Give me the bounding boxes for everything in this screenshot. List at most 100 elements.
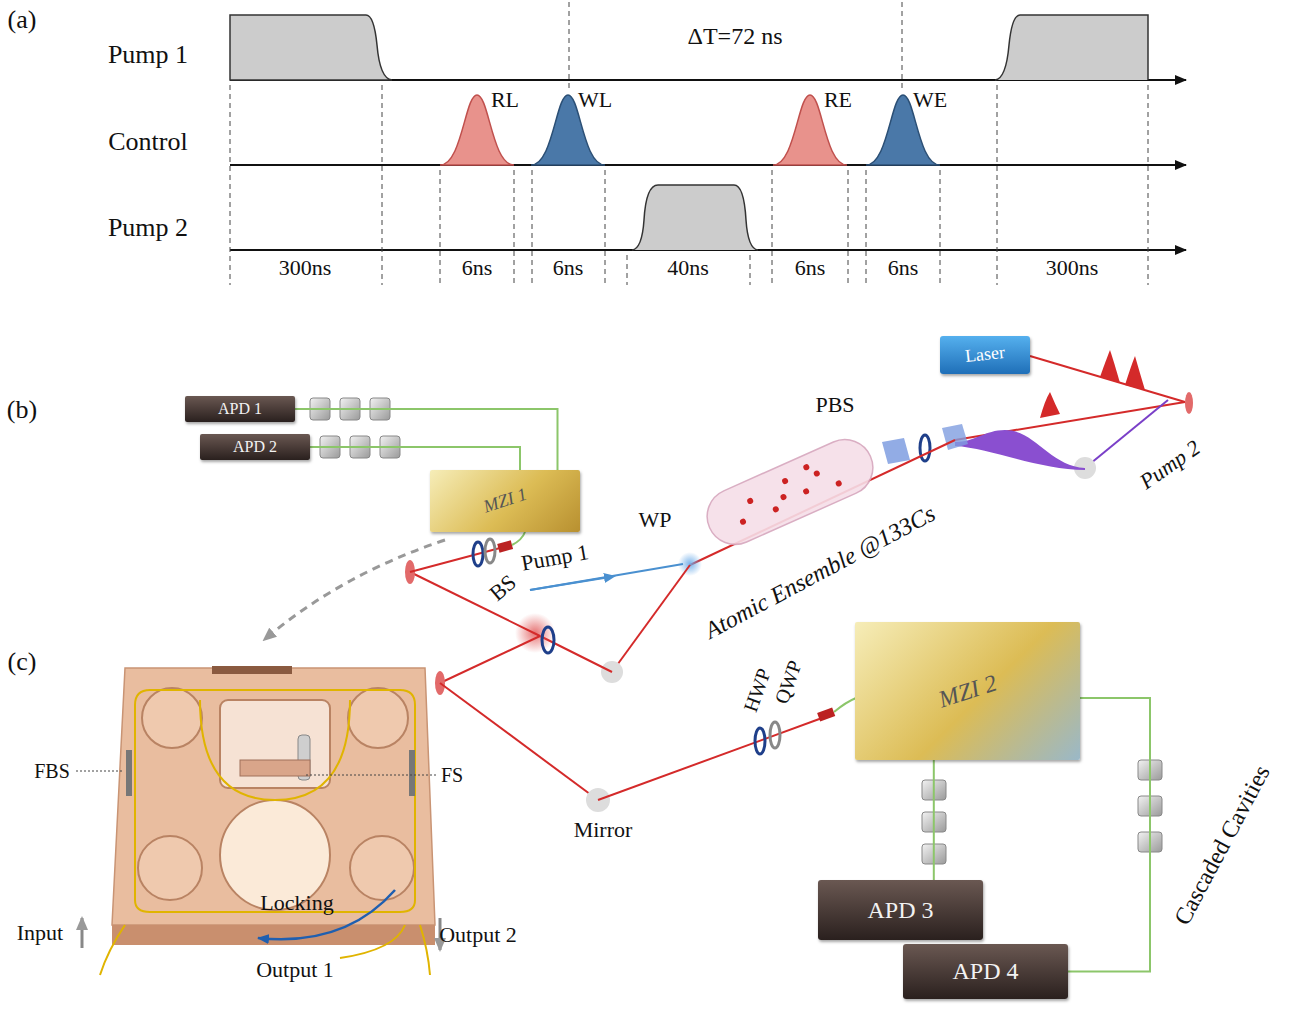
box-text: MZI 2 bbox=[935, 669, 1000, 712]
drawing-line bbox=[569, 2, 570, 90]
drawing-line bbox=[848, 170, 849, 285]
fiber-connector bbox=[295, 409, 558, 470]
drawing-circle bbox=[802, 463, 810, 471]
text-label: Control bbox=[108, 128, 187, 157]
text-label: Pump 2 bbox=[1135, 436, 1204, 495]
laser-box: Laser bbox=[940, 336, 1030, 374]
drawing-circle bbox=[802, 487, 810, 495]
text-label: 300ns bbox=[1044, 256, 1101, 280]
drawing-line bbox=[81, 918, 84, 948]
drawing-path bbox=[512, 532, 525, 545]
drawing-circle bbox=[813, 470, 821, 478]
drawing-path bbox=[100, 925, 125, 975]
text-label: 40ns bbox=[665, 256, 711, 280]
box-text: APD 1 bbox=[218, 400, 262, 418]
drawing-rect bbox=[240, 760, 310, 776]
drawing-line bbox=[866, 170, 867, 285]
drawing-path bbox=[1125, 356, 1145, 390]
text-label: 6ns bbox=[551, 256, 586, 280]
drawing-path bbox=[230, 15, 392, 80]
drawing-rect bbox=[212, 666, 292, 674]
drawing-rect bbox=[497, 540, 513, 552]
drawing-line bbox=[410, 572, 540, 636]
text-label: (c) bbox=[8, 648, 37, 677]
text-label: (a) bbox=[8, 6, 37, 35]
drawing-line bbox=[532, 170, 533, 285]
text-label: (b) bbox=[7, 396, 37, 425]
drawing-ellipse bbox=[770, 722, 780, 748]
interferometer-box: MZI 1 bbox=[430, 470, 580, 532]
text-label: Output 1 bbox=[256, 958, 334, 982]
interferometer-box: MZI 2 bbox=[855, 622, 1080, 760]
drawing-path bbox=[420, 925, 430, 975]
drawing-line bbox=[440, 636, 540, 683]
drawing-line bbox=[514, 170, 515, 285]
box-text: MZI 1 bbox=[481, 485, 529, 518]
drawing-line bbox=[902, 2, 903, 90]
drawing-circle bbox=[739, 518, 747, 526]
text-label: Pump 2 bbox=[108, 214, 188, 243]
drawing-circle bbox=[772, 505, 780, 513]
drawing-line bbox=[940, 170, 941, 285]
drawing-line bbox=[1085, 400, 1168, 468]
drawing-path bbox=[1040, 392, 1060, 418]
drawing-line bbox=[76, 771, 124, 772]
box-text: APD 4 bbox=[952, 958, 1018, 984]
drawing-path bbox=[1100, 350, 1120, 383]
detector-box: APD 1 bbox=[185, 396, 295, 422]
text-label: FBS bbox=[34, 760, 70, 782]
drawing-rect bbox=[220, 700, 330, 788]
text-label: ΔT=72 ns bbox=[688, 23, 783, 49]
drawing-line bbox=[612, 565, 690, 672]
drawing-circle bbox=[142, 688, 202, 748]
text-label: Input bbox=[17, 921, 63, 945]
drawing-path bbox=[955, 430, 1085, 470]
drawing-ellipse bbox=[485, 539, 495, 563]
box-text: APD 3 bbox=[867, 897, 933, 923]
timing-diagram bbox=[230, 2, 1186, 285]
drawing-rect bbox=[817, 708, 835, 722]
text-label: RL bbox=[491, 88, 519, 112]
drawing-line bbox=[230, 164, 1186, 166]
fiber-interferometer-board bbox=[76, 666, 440, 975]
text-label: Mirror bbox=[574, 818, 633, 842]
text-label: 300ns bbox=[277, 256, 334, 280]
drawing-path bbox=[834, 698, 856, 712]
detector-box: APD 2 bbox=[200, 434, 310, 460]
drawing-g bbox=[230, 2, 1148, 285]
drawing-line bbox=[306, 775, 436, 776]
drawing-circle bbox=[781, 477, 789, 485]
drawing-line bbox=[997, 85, 998, 285]
drawing-line bbox=[382, 85, 383, 285]
drawing-ellipse bbox=[542, 627, 554, 653]
drawing-line bbox=[772, 170, 773, 285]
drawing-polygon bbox=[882, 438, 910, 464]
text-label: Pump 1 bbox=[519, 540, 590, 576]
drawing-ellipse bbox=[920, 435, 930, 461]
drawing-path bbox=[632, 185, 758, 250]
drawing-circle bbox=[348, 688, 408, 748]
drawing-rect bbox=[409, 750, 415, 796]
drawing-ellipse bbox=[755, 728, 765, 754]
fiber-connector bbox=[933, 760, 935, 880]
drawing-polygon bbox=[942, 424, 968, 450]
text-label: WE bbox=[913, 88, 947, 112]
drawing-path bbox=[995, 15, 1148, 80]
text-label: FS bbox=[441, 764, 463, 786]
text-label: BS bbox=[485, 570, 521, 606]
detector-box: APD 4 bbox=[903, 944, 1068, 999]
text-label: 6ns bbox=[793, 256, 828, 280]
text-label: WL bbox=[578, 88, 612, 112]
drawing-circle bbox=[746, 497, 754, 505]
text-label: RE bbox=[824, 88, 852, 112]
drawing-line bbox=[605, 170, 606, 285]
box-text: APD 2 bbox=[233, 438, 277, 456]
text-label: Locking bbox=[260, 891, 333, 915]
text-label: QWP bbox=[770, 657, 806, 706]
drawing-line bbox=[440, 170, 441, 285]
drawing-ellipse bbox=[473, 542, 483, 566]
text-label: PBS bbox=[815, 393, 854, 417]
drawing-circle bbox=[780, 493, 788, 501]
drawing-rect bbox=[126, 750, 132, 796]
